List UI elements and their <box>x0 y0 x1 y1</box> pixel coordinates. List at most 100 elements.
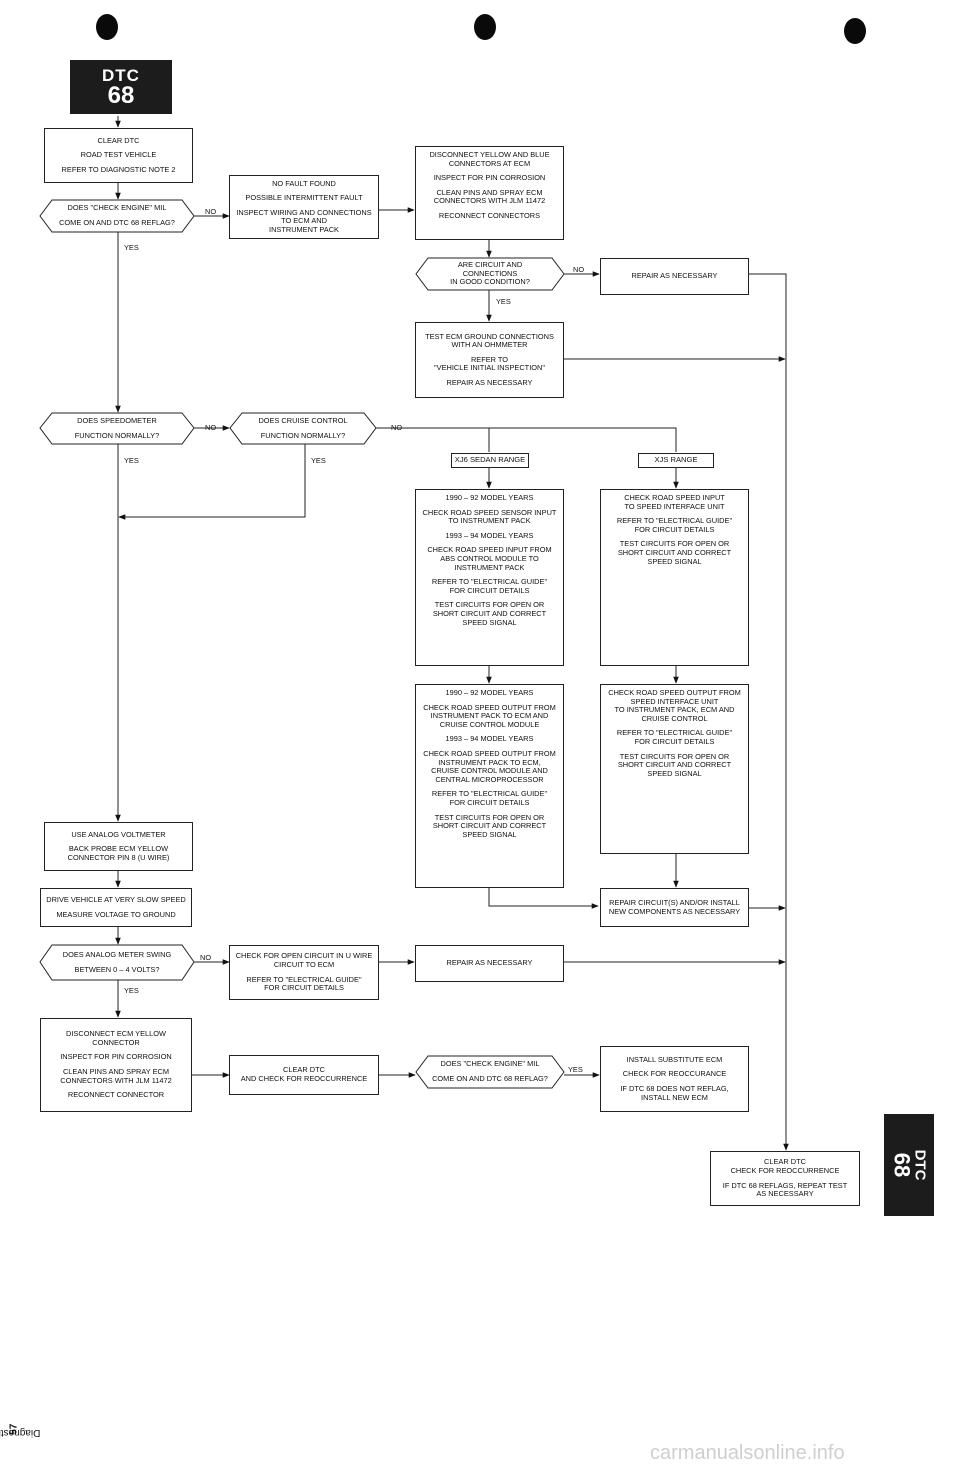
box-paragraph: TEST CIRCUITS FOR OPEN OR SHORT CIRCUIT … <box>432 812 547 839</box>
box-paragraph: REFER TO "ELECTRICAL GUIDE" FOR CIRCUIT … <box>246 974 362 993</box>
box-paragraph: 1990 – 92 MODEL YEARS <box>445 688 534 697</box>
box-clear-dtc-reoccur: CLEAR DTC AND CHECK FOR REOCCURRENCE <box>229 1055 379 1095</box>
box-paragraph: NO FAULT FOUND <box>272 178 336 188</box>
box-paragraph: DOES "CHECK ENGINE" MIL <box>440 1059 540 1069</box>
box-repair-necessary-1: REPAIR AS NECESSARY <box>600 258 749 295</box>
box-paragraph: RECONNECT CONNECTORS <box>438 210 541 220</box>
registration-dot-2 <box>474 14 496 40</box>
box-paragraph: CLEAR DTC <box>97 135 140 145</box>
box-paragraph: FUNCTION NORMALLY? <box>74 430 160 440</box>
box-paragraph: CLEAR DTC CHECK FOR REOCCURRENCE <box>730 1157 840 1175</box>
watermark-text: carmanualsonline.info <box>650 1442 845 1464</box>
box-analog-voltmeter: USE ANALOG VOLTMETER BACK PROBE ECM YELLO… <box>44 822 193 871</box>
box-open-circuit-u-wire: CHECK FOR OPEN CIRCUIT IN U WIRE CIRCUIT… <box>229 945 379 1000</box>
box-paragraph: CHECK ROAD SPEED SENSOR INPUT TO INSTRUM… <box>422 507 557 526</box>
box-paragraph: REFER TO "ELECTRICAL GUIDE" FOR CIRCUIT … <box>431 789 548 807</box>
label-yes-cruise: YES <box>311 456 326 465</box>
label-yes-meter-swing: YES <box>124 986 139 995</box>
box-paragraph: REFER TO "VEHICLE INITIAL INSPECTION" <box>434 354 545 373</box>
box-paragraph: INSTALL SUBSTITUTE ECM <box>626 1054 723 1064</box>
registration-dot-1 <box>96 14 118 40</box>
box-clear-dtc-final: CLEAR DTC CHECK FOR REOCCURRENCE IF DTC 6… <box>710 1151 860 1206</box>
box-paragraph: CHECK ROAD SPEED OUTPUT FROM INSTRUMENT … <box>423 702 556 729</box>
box-paragraph: CHECK ROAD SPEED OUTPUT FROM SPEED INTER… <box>608 688 741 723</box>
box-paragraph: 1993 – 94 MODEL YEARS <box>445 734 534 744</box>
box-drive-slow: DRIVE VEHICLE AT VERY SLOW SPEED MEASURE … <box>40 888 192 927</box>
box-paragraph: REFER TO "ELECTRICAL GUIDE" FOR CIRCUIT … <box>431 577 548 595</box>
decision-speedometer-text: DOES SPEEDOMETER FUNCTION NORMALLY? <box>50 414 184 443</box>
box-xjs-output: CHECK ROAD SPEED OUTPUT FROM SPEED INTER… <box>600 684 749 854</box>
box-paragraph: 1990 – 92 MODEL YEARS <box>445 493 534 502</box>
registration-dot-3 <box>844 18 866 44</box>
dtc-header-line1: DTC <box>102 65 140 85</box>
box-paragraph: REPAIR AS NECESSARY <box>446 377 533 387</box>
side-tab-line1: DTC <box>911 1149 929 1181</box>
box-repair-circuits: REPAIR CIRCUIT(S) AND/OR INSTALL NEW COM… <box>600 888 749 927</box>
dtc-side-tab: DTC 68 <box>884 1114 934 1216</box>
box-paragraph: BETWEEN 0 – 4 VOLTS? <box>74 964 160 974</box>
decision-speedometer-shape <box>39 412 195 445</box>
decision-mil-2-shape <box>415 1055 565 1089</box>
label-yes-circuit: YES <box>496 297 511 306</box>
decision-meter-swing-shape <box>39 944 195 981</box>
box-paragraph: MEASURE VOLTAGE TO GROUND <box>56 909 176 919</box>
box-paragraph: DOES CRUISE CONTROL <box>258 415 348 425</box>
box-paragraph: ROAD TEST VEHICLE <box>80 150 157 160</box>
box-paragraph: DOES SPEEDOMETER <box>77 415 157 425</box>
xjs-range-tag: XJS RANGE <box>638 453 714 468</box>
box-paragraph: TEST CIRCUITS FOR OPEN OR SHORT CIRCUIT … <box>617 751 732 778</box>
box-paragraph: INSPECT WIRING AND CONNECTIONS TO ECM AN… <box>236 207 372 234</box>
box-xj6-output: 1990 – 92 MODEL YEARS CHECK ROAD SPEED OU… <box>415 684 564 888</box>
box-paragraph: DISCONNECT ECM YELLOW CONNECTOR <box>66 1029 166 1047</box>
box-paragraph: CHECK FOR REOCCURANCE <box>622 1069 727 1079</box>
box-paragraph: CLEAR DTC AND CHECK FOR REOCCURRENCE <box>240 1065 368 1083</box>
box-clear-dtc-start: CLEAR DTC ROAD TEST VEHICLE REFER TO DIAGN… <box>44 128 193 183</box>
box-paragraph: COME ON AND DTC 68 REFLAG? <box>59 218 175 227</box>
page-footer: Diagnostics 57 <box>0 1400 40 1464</box>
box-paragraph: IN GOOD CONDITION? <box>450 277 530 287</box>
box-paragraph: CHECK ROAD SPEED OUTPUT FROM INSTRUMENT … <box>423 748 556 784</box>
box-paragraph: REPAIR AS NECESSARY <box>631 271 718 281</box>
box-paragraph: CLEAN PINS AND SPRAY ECM CONNECTORS WITH… <box>60 1067 172 1085</box>
label-no-mil: NO <box>205 207 217 216</box>
box-paragraph: REFER TO "ELECTRICAL GUIDE" FOR CIRCUIT … <box>616 728 733 746</box>
box-paragraph: IF DTC 68 DOES NOT REFLAG, INSTALL NEW E… <box>620 1084 729 1102</box>
box-paragraph: ARE CIRCUIT AND CONNECTIONS <box>457 260 523 278</box>
box-paragraph: REPAIR AS NECESSARY <box>446 958 533 968</box>
box-no-fault-found: NO FAULT FOUND POSSIBLE INTERMITTENT FAUL… <box>229 175 379 239</box>
box-paragraph: CHECK FOR OPEN CIRCUIT IN U WIRE CIRCUIT… <box>235 951 373 969</box>
box-test-ecm-ground: TEST ECM GROUND CONNECTIONS WITH AN OHMM… <box>415 322 564 398</box>
box-paragraph: TEST ECM GROUND CONNECTIONS WITH AN OHMM… <box>425 331 554 350</box>
box-xj6-input: 1990 – 92 MODEL YEARS CHECK ROAD SPEED SE… <box>415 489 564 666</box>
box-paragraph: POSSIBLE INTERMITTENT FAULT <box>245 193 363 203</box>
box-paragraph: RECONNECT CONNECTOR <box>67 1090 165 1100</box>
box-paragraph: CHECK ROAD SPEED INPUT FROM ABS CONTROL … <box>427 545 552 572</box>
label-no-cruise: NO <box>391 423 403 432</box>
box-xjs-input: CHECK ROAD SPEED INPUT TO SPEED INTERFAC… <box>600 489 749 666</box>
decision-circuit-shape <box>415 257 565 291</box>
box-repair-necessary-2: REPAIR AS NECESSARY <box>415 945 564 982</box>
box-install-ecm: INSTALL SUBSTITUTE ECM CHECK FOR REOCCURA… <box>600 1046 749 1112</box>
box-paragraph: BACK PROBE ECM YELLOW CONNECTOR PIN 8 (U… <box>67 844 170 862</box>
dtc-header-line2: 68 <box>107 81 135 109</box>
box-paragraph: IF DTC 68 REFLAGS, REPEAT TEST AS NECESS… <box>722 1180 848 1199</box>
box-paragraph: TEST CIRCUITS FOR OPEN OR SHORT CIRCUIT … <box>432 600 547 627</box>
box-paragraph: USE ANALOG VOLTMETER <box>71 829 166 839</box>
box-paragraph: CHECK ROAD SPEED INPUT TO SPEED INTERFAC… <box>624 493 725 511</box>
box-paragraph: REFER TO DIAGNOSTIC NOTE 2 <box>61 164 176 174</box>
label-yes-mil-2: YES <box>568 1065 583 1074</box>
xj6-range-tag: XJ6 SEDAN RANGE <box>451 453 529 468</box>
box-paragraph: DRIVE VEHICLE AT VERY SLOW SPEED <box>46 894 186 904</box>
decision-mil-shape <box>39 199 195 233</box>
side-tab-line2: 68 <box>889 1152 915 1178</box>
box-paragraph: 1993 – 94 MODEL YEARS <box>445 530 534 540</box>
label-no-meter-swing: NO <box>200 953 212 962</box>
box-paragraph: REFER TO "ELECTRICAL GUIDE" FOR CIRCUIT … <box>616 516 733 534</box>
label-no-circuit: NO <box>573 265 585 274</box>
